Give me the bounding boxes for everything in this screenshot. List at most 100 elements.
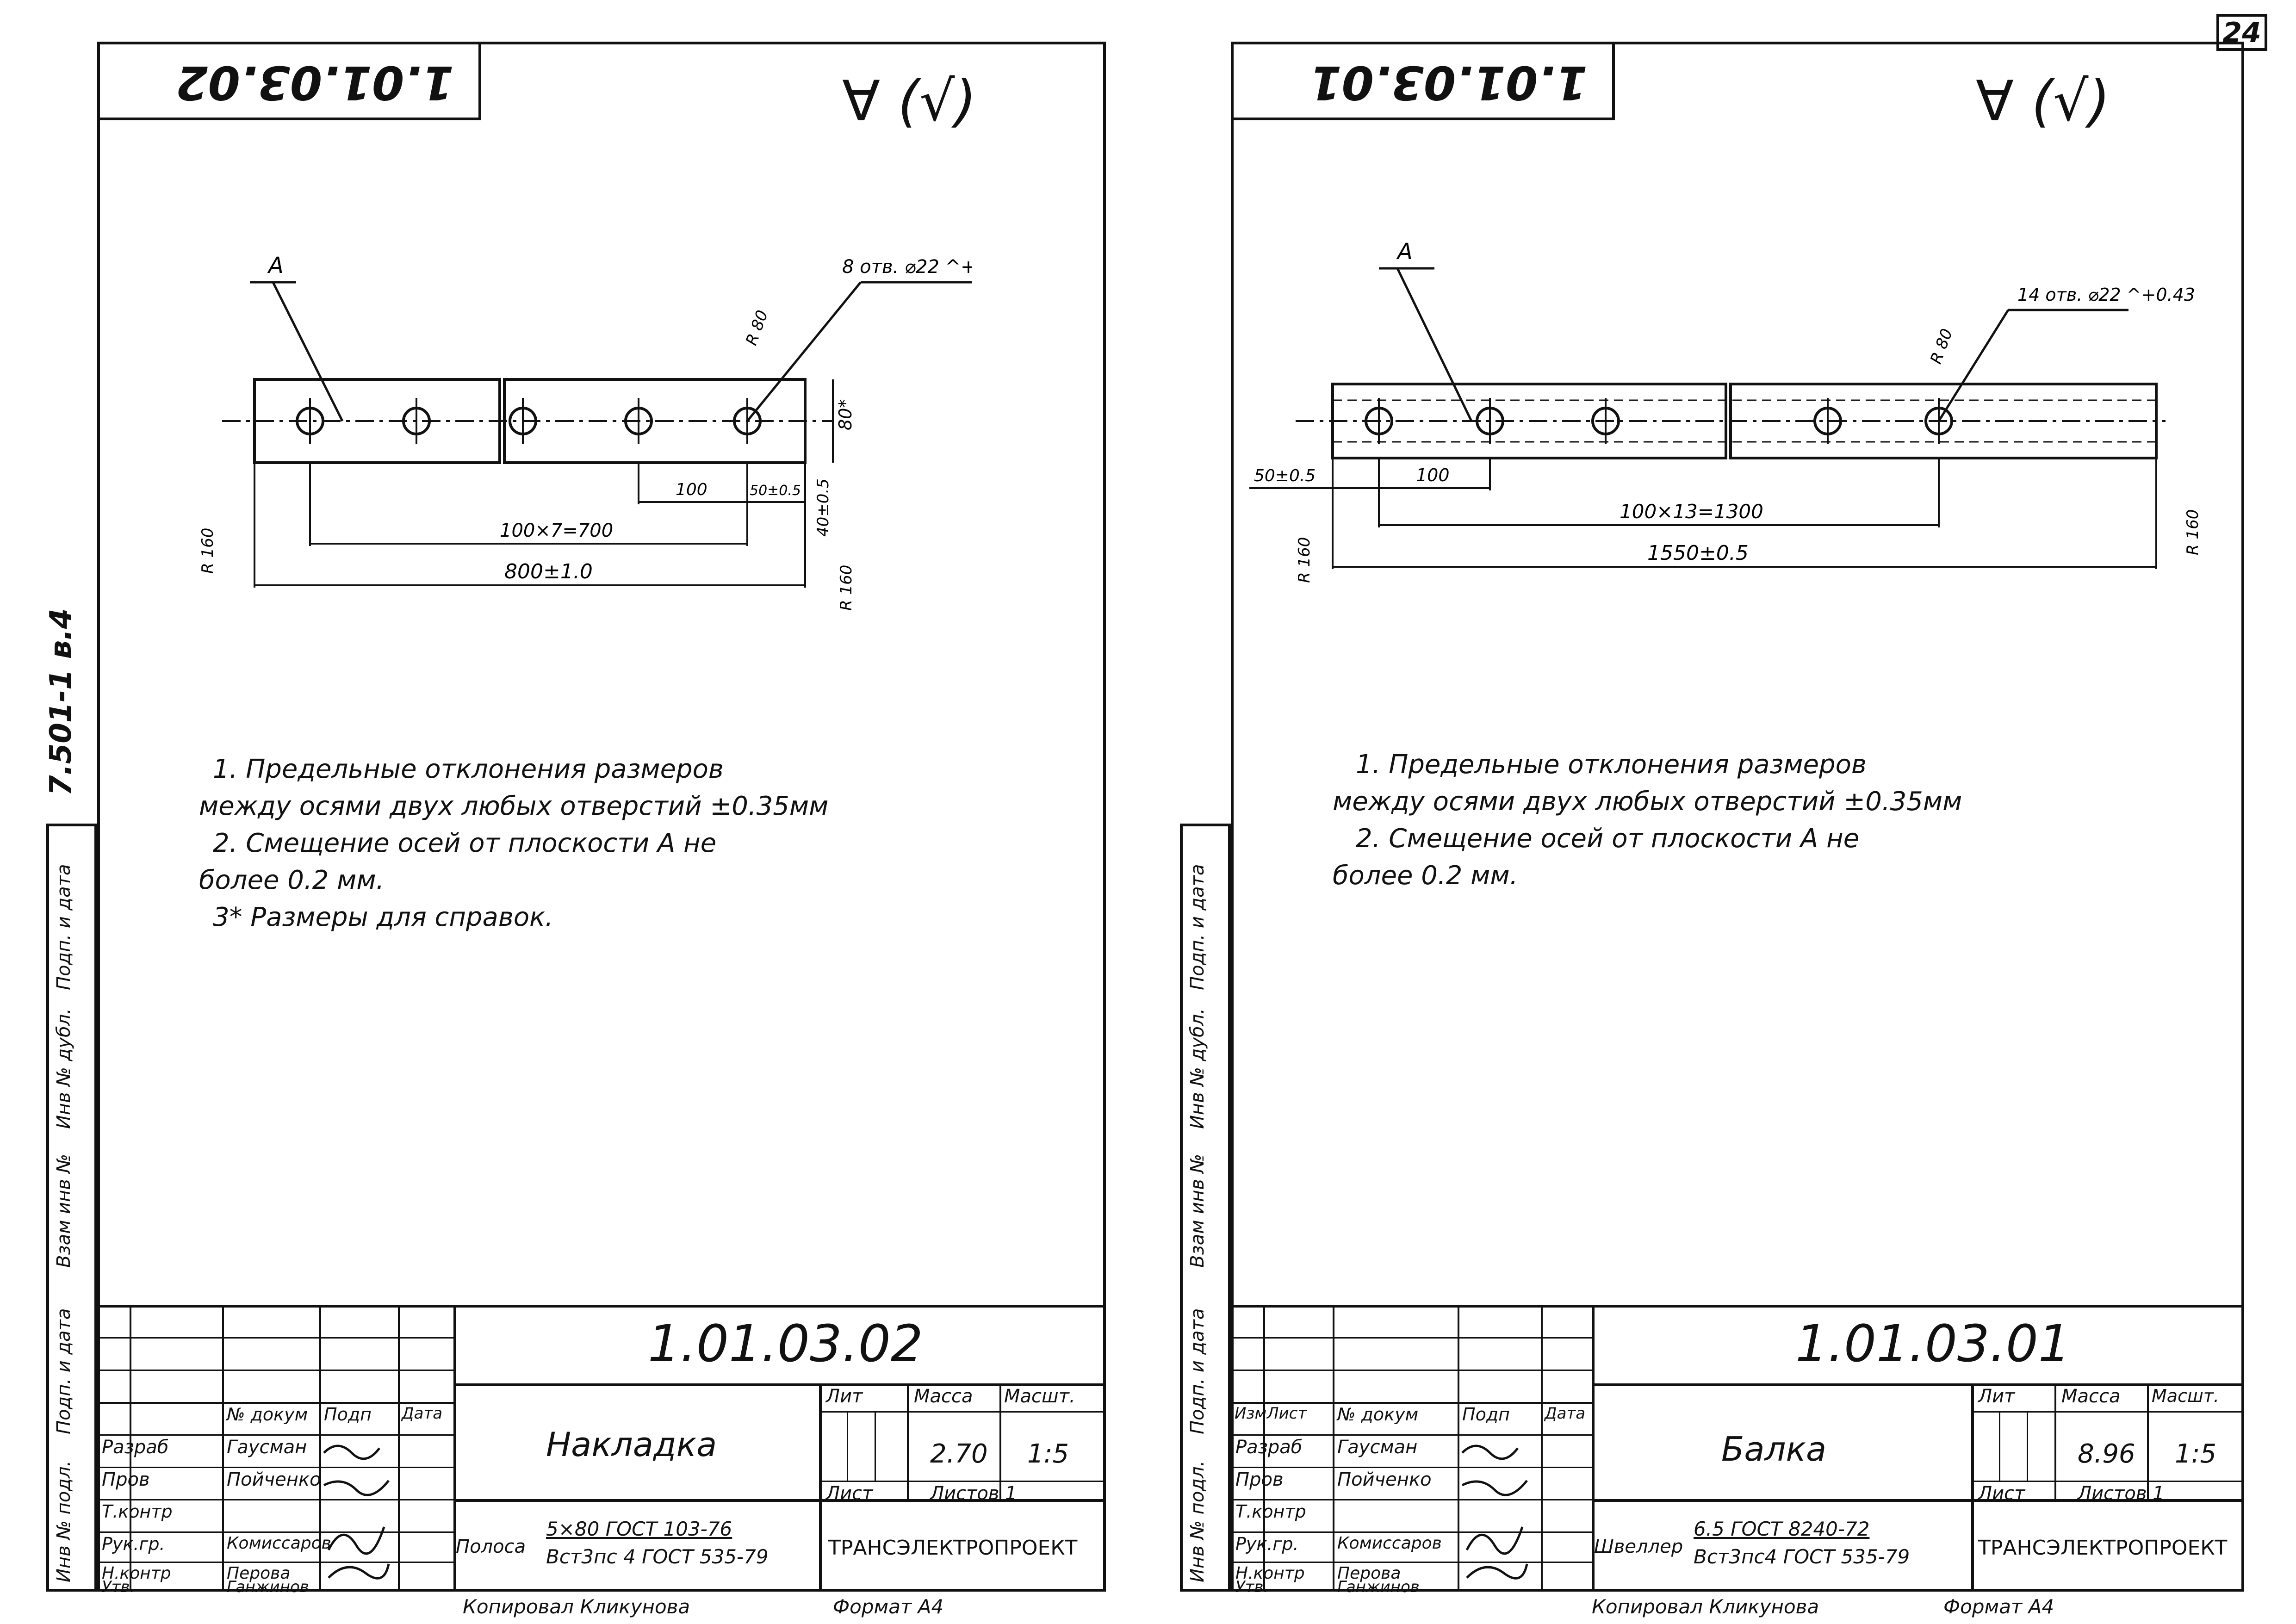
left-org: ТРАНСЭЛЕКТРОПРОЕКТ (828, 1536, 1078, 1560)
left-mass-label: Масса (914, 1386, 973, 1407)
right-person: Гаусман (1337, 1437, 1418, 1458)
right-role: Н.контр (1235, 1564, 1305, 1583)
right-role: Разраб (1235, 1437, 1303, 1458)
left-dim-50: 50±0.5 (750, 483, 801, 499)
left-material-bottom: Вст3пс 4 ГОСТ 535-79 (546, 1545, 769, 1568)
left-role: Разраб (102, 1437, 169, 1458)
right-sheet-frame (1231, 42, 2244, 1592)
side-stamp-label: Подп. и дата (1187, 864, 1208, 990)
left-mass: 2.70 (930, 1439, 988, 1469)
left-role: Т.контр (102, 1501, 173, 1522)
left-holes-note: 8 отв. ⌀22 ^+0.43 (842, 256, 972, 278)
side-stamp-label: Инв № подл. (1187, 1460, 1208, 1582)
left-sheet-label: Лист (826, 1483, 873, 1504)
right-org: ТРАНСЭЛЕКТРОПРОЕКТ (1978, 1536, 2228, 1560)
left-role: Н.контр (102, 1564, 171, 1583)
side-stamp-label: Инв № дубл. (53, 1008, 74, 1129)
right-roughness: ∀ (√) (1976, 69, 2110, 134)
left-radius-top: R 80 (742, 308, 772, 348)
left-top-code: 1.01.03.02 (176, 56, 454, 110)
left-person: Ганжинов (227, 1578, 309, 1596)
left-radius-left: R 160 (199, 528, 217, 574)
right-role: Утв. (1235, 1578, 1269, 1596)
left-person: Гаусман (227, 1437, 307, 1458)
left-role: Пров (102, 1469, 150, 1490)
side-stamp-label: Подп. и дата (53, 1308, 74, 1434)
left-dim-40: 40±0.5 (814, 478, 832, 537)
left-dim-total: 800±1.0 (504, 560, 593, 583)
right-mass: 8.96 (2078, 1439, 2135, 1469)
left-scale-label: Масшт. (1004, 1386, 1075, 1407)
right-top-code-box (1231, 42, 1615, 120)
left-stamp-designation: 1.01.03.02 (648, 1314, 923, 1373)
right-material-top: 6.5 ГОСТ 8240-72 (1694, 1518, 1870, 1540)
left-col-header: Дата (402, 1404, 443, 1423)
left-dim-height: 80* (835, 399, 856, 430)
side-stamp-label: Инв № подл. (53, 1460, 74, 1582)
side-stamp-label: Взам инв № (53, 1153, 74, 1268)
right-material-bottom: Вст3пс4 ГОСТ 535-79 (1694, 1545, 1910, 1568)
left-footer-format: Формат А4 (833, 1595, 944, 1618)
left-note-line: 1. Предельные отклонения размеров (213, 754, 724, 784)
right-lit-label: Лит (1978, 1386, 2015, 1407)
left-scale: 1:5 (1027, 1439, 1069, 1469)
right-footer-format: Формат А4 (1943, 1595, 2054, 1618)
right-scale: 1:5 (2175, 1439, 2217, 1469)
left-material-prefix: Полоса (456, 1536, 526, 1557)
right-col-header: Изм (1235, 1404, 1267, 1423)
right-dim-pitch: 100×13=1300 (1620, 500, 1763, 523)
left-holes (296, 398, 762, 444)
left-stamp-name: Накладка (546, 1425, 717, 1464)
left-dim-pitch: 100×7=700 (500, 520, 613, 541)
right-dim-total: 1550±0.5 (1647, 541, 1749, 565)
left-note-line: между осями двух любых отверстий ±0.35мм (199, 791, 829, 821)
left-person: Пойченко (227, 1469, 321, 1490)
left-signatures (323, 1444, 390, 1580)
left-footer-copied: Копировал Кликунова (463, 1595, 690, 1618)
right-holes (1365, 398, 1953, 444)
right-holes-note: 14 отв. ⌀22 ^+0.43 (2017, 285, 2195, 305)
right-stamp-designation: 1.01.03.01 (1795, 1314, 2071, 1373)
side-stamp-label: Инв № дубл. (1187, 1008, 1208, 1129)
left-roughness: ∀ (√) (842, 69, 977, 134)
left-role: Рук.гр. (102, 1534, 165, 1554)
right-person: Перова (1337, 1564, 1401, 1583)
right-role: Т.контр (1235, 1501, 1306, 1522)
right-scale-label: Масшт. (2152, 1386, 2219, 1406)
side-stamp-label: Взам инв № (1187, 1153, 1208, 1268)
right-note-line: между осями двух любых отверстий ±0.35мм (1333, 787, 1962, 817)
left-top-code-box (97, 42, 481, 120)
right-col-header: № докум (1337, 1404, 1419, 1425)
right-mass-label: Масса (2061, 1386, 2121, 1407)
left-sheets-label: Листов 1 (930, 1483, 1017, 1504)
side-stamp-label: Подп. и дата (1187, 1308, 1208, 1434)
right-dim-100: 100 (1416, 465, 1450, 485)
left-col-header: № докум (227, 1404, 308, 1425)
right-part-drawing: A 14 отв. ⌀22 ^+0.43 R 80 50±0.5 100 100… (1249, 239, 2202, 583)
right-stamp-name: Балка (1721, 1430, 1827, 1469)
left-label-a: A (267, 253, 284, 279)
right-person: Комиссаров (1337, 1534, 1442, 1553)
left-lit-label: Лит (826, 1386, 863, 1407)
right-material-prefix: Швеллер (1594, 1536, 1683, 1557)
left-note-line: 2. Смещение осей от плоскости А не (213, 828, 717, 858)
right-sheets-label: Листов 1 (2078, 1483, 2165, 1504)
right-col-header: Лист (1267, 1404, 1307, 1423)
left-person: Перова (227, 1564, 291, 1583)
left-material-top: 5×80 ГОСТ 103-76 (546, 1518, 732, 1540)
right-note-line: более 0.2 мм. (1333, 861, 1518, 891)
right-role: Рук.гр. (1235, 1534, 1299, 1554)
right-footer-copied: Копировал Кликунова (1592, 1595, 1819, 1618)
right-label-a: A (1396, 239, 1413, 265)
right-radius-top: R 80 (1927, 326, 1956, 366)
right-top-code: 1.01.03.01 (1309, 56, 1588, 110)
left-col-header: Подп (324, 1404, 372, 1425)
right-person: Ганжинов (1337, 1578, 1420, 1596)
right-radius-right: R 160 (2184, 509, 2202, 555)
left-note-line: более 0.2 мм. (199, 865, 385, 895)
left-radius-right: R 160 (837, 565, 856, 611)
right-dim-50: 50±0.5 (1254, 466, 1316, 485)
right-sheet-label: Лист (1978, 1483, 2025, 1504)
right-note-line: 1. Предельные отклонения размеров (1356, 750, 1867, 780)
left-role: Утв. (102, 1578, 135, 1596)
